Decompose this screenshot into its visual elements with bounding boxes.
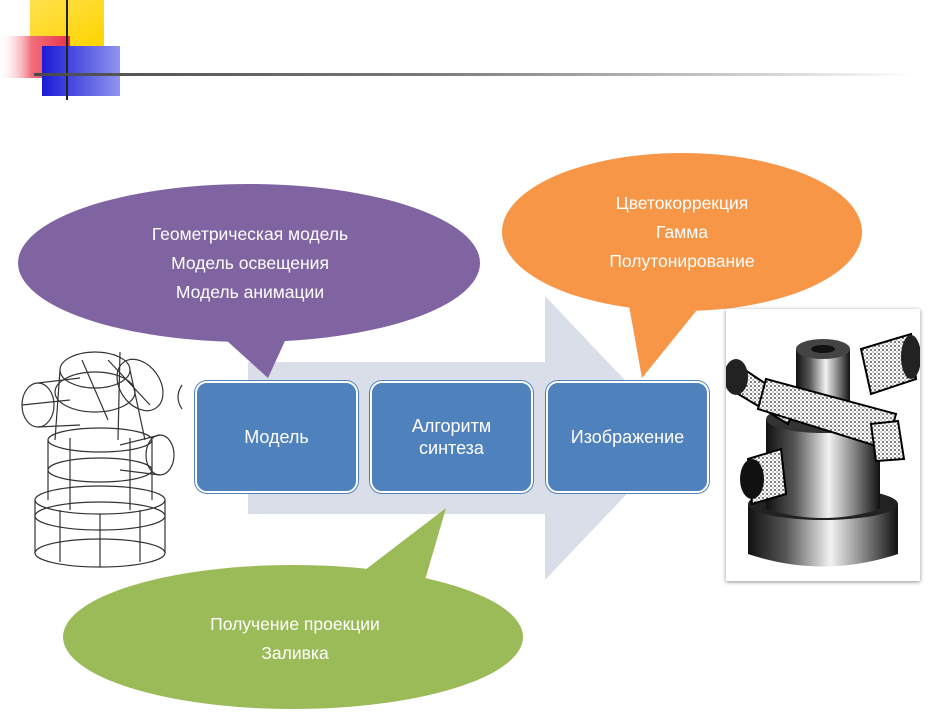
title-divider-line <box>34 73 914 76</box>
process-box-image-label: Изображение <box>570 427 685 447</box>
wireframe-model-image <box>21 351 183 568</box>
orange-bubble <box>502 153 862 311</box>
rendered-model-image <box>724 332 921 567</box>
rendered-model-image-frame <box>724 309 921 581</box>
purple-bubble-text: Геометрическая модель Модель освещения М… <box>60 220 440 307</box>
process-box-model: Модель <box>195 381 358 493</box>
orange-bubble-line-1: Цветокоррекция <box>615 193 749 213</box>
green-bubble <box>63 565 523 709</box>
purple-bubble-line-3: Модель анимации <box>175 282 325 302</box>
purple-bubble-line-2: Модель освещения <box>171 253 329 273</box>
purple-bubble-line-1: Геометрическая модель <box>151 224 349 244</box>
green-bubble-text: Получение проекции Заливка <box>135 610 455 668</box>
orange-bubble-line-3: Полутонирование <box>609 251 755 271</box>
process-box-algorithm: Алгоритм синтеза <box>370 381 533 493</box>
orange-bubble-text: Цветокоррекция Гамма Полутонирование <box>542 189 822 276</box>
process-box-algorithm-label: Алгоритм синтеза <box>411 416 492 458</box>
process-box-image: Изображение <box>546 381 709 493</box>
green-bubble-line-1: Получение проекции <box>210 614 380 634</box>
purple-bubble <box>18 184 480 342</box>
green-bubble-line-2: Заливка <box>261 643 329 663</box>
orange-bubble-line-2: Гамма <box>655 222 709 242</box>
process-box-model-label: Модель <box>244 427 309 447</box>
